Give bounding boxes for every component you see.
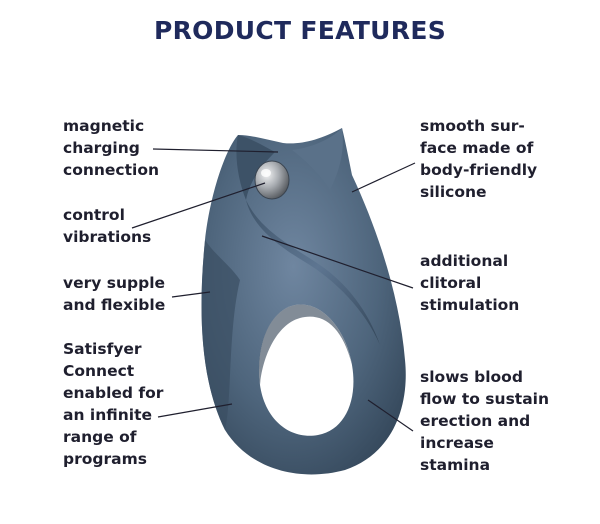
right-horn [292,128,343,190]
leader-supple [171,291,211,298]
leader-smooth [351,162,416,193]
cock-ring-product [201,128,406,475]
page-title: PRODUCT FEATURES [153,16,447,45]
feature-slows-blood-flow: slows blood flow to sustain erection and… [420,368,550,474]
feature-satisfyer-connect: Satisfyer Connect enabled for an infinit… [63,340,164,468]
feature-magnetic-charging: magnetic charging connection [63,117,160,179]
leader-connect [157,403,233,418]
ring-hole [259,304,354,436]
feature-control-vibrations: control vibrations [63,206,152,246]
control-button [254,160,290,200]
leader-magnetic [152,148,279,153]
leader-clitoral [261,235,414,289]
feature-supple-flexible: very supple and flexible [63,274,166,314]
feature-smooth-silicone: smooth sur- face made of body-friendly s… [420,117,538,201]
feature-clitoral-stimulation: additional clitoral stimulation [420,252,520,314]
hole-rim [259,304,352,385]
left-shade [201,240,240,430]
leader-control [131,182,266,229]
leader-blood [367,399,414,432]
button-highlight [261,169,271,177]
